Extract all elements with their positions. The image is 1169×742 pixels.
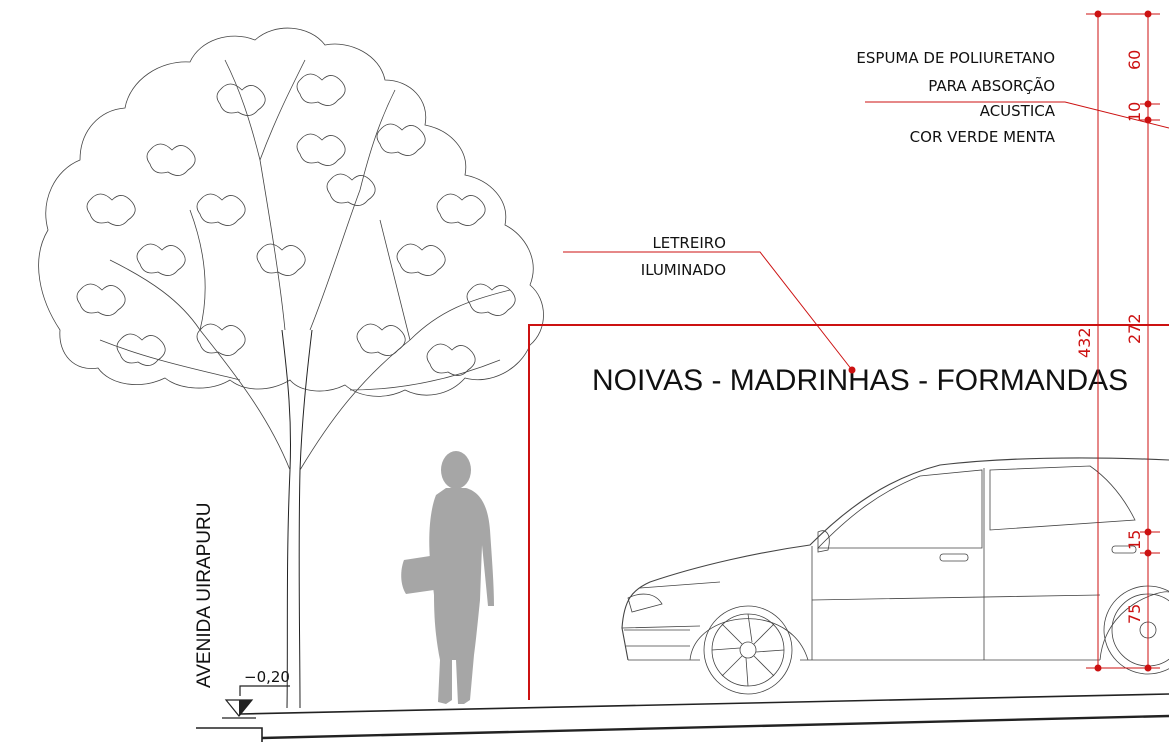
sign-leader	[563, 251, 856, 374]
level-label: −0,20	[244, 668, 290, 686]
tree-drawing	[38, 27, 544, 709]
foam-leader	[865, 101, 1169, 129]
dimension-15: 15	[1125, 530, 1144, 550]
storefront-frame	[528, 324, 1169, 700]
foam-label-line1: ESPUMA DE POLIURETANO	[856, 49, 1055, 67]
car-drawing	[621, 457, 1169, 695]
foam-label-line4: COR VERDE MENTA	[910, 128, 1056, 146]
dimension-60: 60	[1125, 50, 1144, 70]
foam-label: ESPUMA DE POLIURETANO PARA ABSORÇÃO ACUS…	[856, 49, 1055, 146]
dimension-lines	[1086, 10, 1160, 672]
dimension-272: 272	[1125, 313, 1144, 344]
foam-label-line3: ACUSTICA	[980, 102, 1056, 120]
dimension-10: 10	[1125, 102, 1144, 122]
dimension-432: 432	[1075, 327, 1094, 358]
dimension-75: 75	[1125, 604, 1144, 624]
sign-text: NOIVAS - MADRINHAS - FORMANDAS	[592, 364, 1128, 397]
street-name: AVENIDA UIRAPURU	[194, 503, 215, 688]
sign-label: LETREIRO ILUMINADO	[641, 234, 726, 279]
foam-label-line2: PARA ABSORÇÃO	[928, 76, 1055, 95]
level-marker: −0,20	[222, 668, 290, 719]
person-silhouette	[401, 451, 494, 704]
sign-label-line2: ILUMINADO	[641, 261, 726, 279]
sign-label-line1: LETREIRO	[652, 234, 726, 252]
ground-line	[196, 693, 1169, 742]
